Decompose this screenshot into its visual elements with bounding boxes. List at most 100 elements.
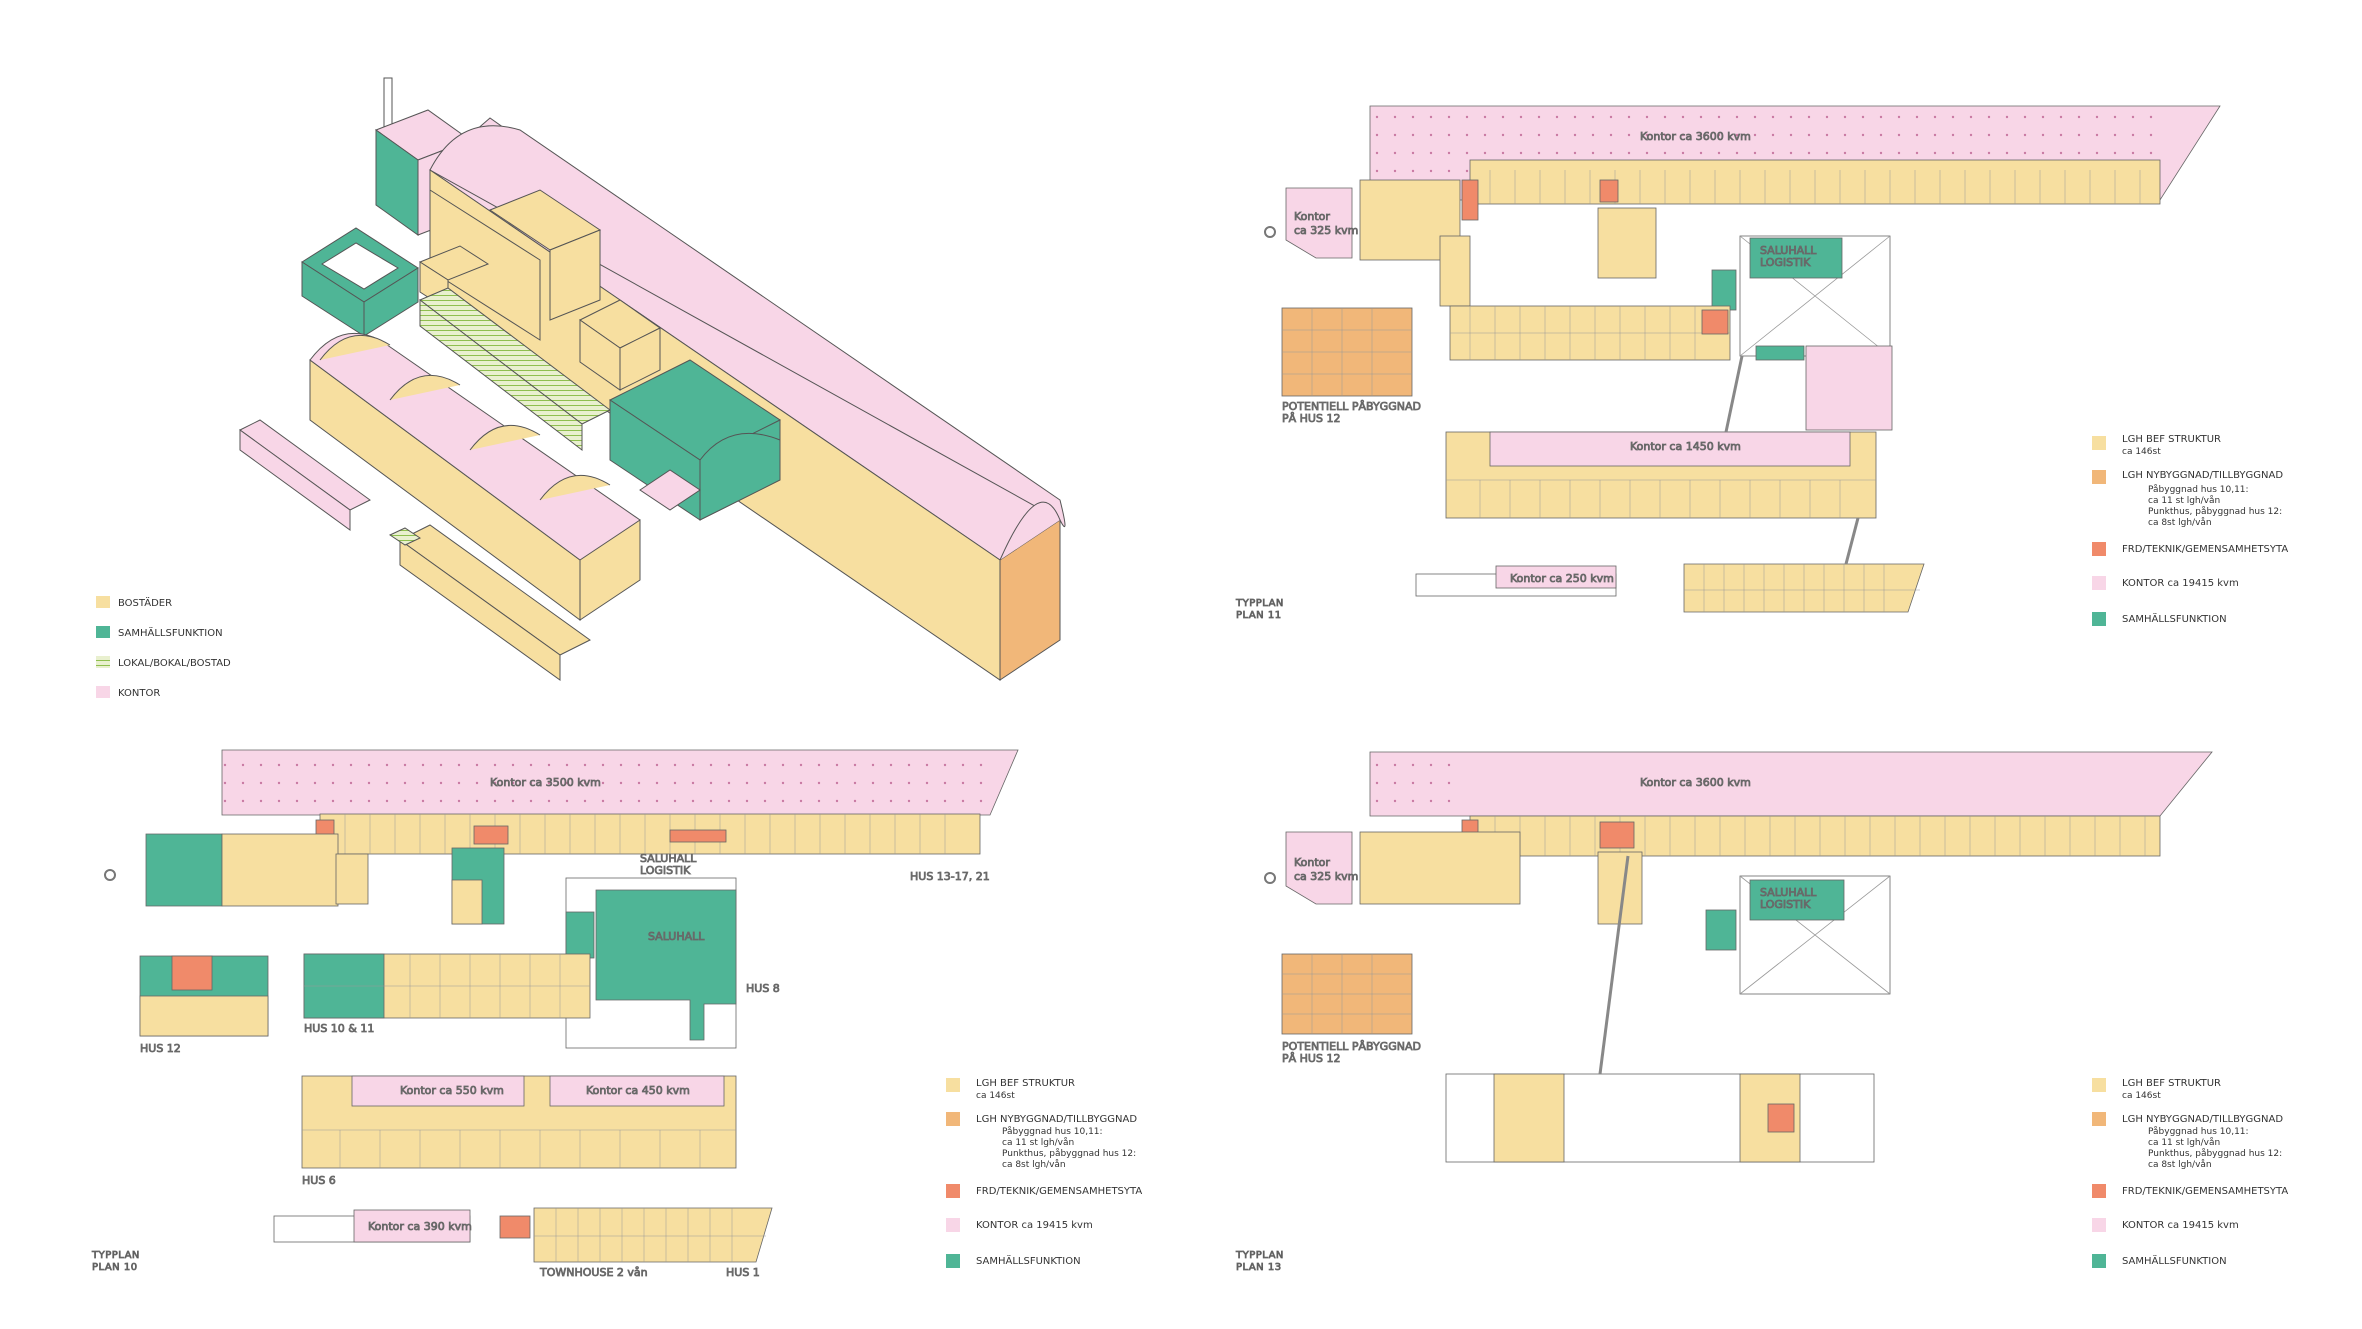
- p13-leg-samhall: SAMHÄLLSFUNKTION: [2122, 1254, 2227, 1267]
- vault-arch-1: [319, 334, 391, 361]
- p13-leg-ny-s1: Påbyggnad hus 10,11:: [2148, 1126, 2249, 1137]
- p10-hus1-label: HUS 1: [726, 1266, 760, 1279]
- p10-hus1011-label: HUS 10 & 11: [304, 1022, 374, 1035]
- p13-frd-punkt: [1767, 1103, 1795, 1133]
- p10-leg-ny-s1: Påbyggnad hus 10,11:: [1002, 1126, 1103, 1137]
- legend-label-samhall: SAMHÄLLSFUNKTION: [118, 626, 223, 639]
- p11-potential-l2: PÅ HUS 12: [1282, 412, 1340, 425]
- p11-leg-ny-s4: ca 8st lgh/vån: [2148, 517, 2212, 528]
- p13-lgh-stack: [1359, 831, 1521, 905]
- p11-lgh-small: [1597, 207, 1657, 279]
- legend-swatch-samhall: [96, 626, 110, 638]
- p11-leg-samhall: SAMHÄLLSFUNKTION: [2122, 612, 2227, 625]
- p13-kontor-side-l2: ca 325 kvm: [1294, 870, 1358, 883]
- p11-kontor-1450-label: Kontor ca 1450 kvm: [1630, 440, 1741, 453]
- p11-leg-ny-s2: ca 11 st lgh/vån: [2148, 495, 2220, 506]
- p11-saluhall-l2: LOGISTIK: [1760, 256, 1811, 269]
- p10-subtitle: PLAN 10: [92, 1262, 138, 1273]
- p10-leg-bef: LGH BEF STRUKTUR: [976, 1078, 1075, 1089]
- p10-hus13: HUS 13-17, 21: [910, 870, 990, 883]
- p11-title: TYPPLAN: [1235, 598, 1284, 609]
- p10-frd-1: [473, 825, 509, 845]
- p11-frd-2: [1461, 179, 1479, 221]
- p11-kontor-250: [1495, 565, 1617, 589]
- p11-potential-l1: POTENTIELL PÅBYGGNAD: [1282, 400, 1421, 413]
- p13-saluhall: [1749, 879, 1845, 921]
- yellow-box-side: [619, 327, 661, 391]
- p10-compass: [104, 869, 116, 881]
- p10-leg-frd: FRD/TEKNIK/GEMENSAMHETSYTA: [976, 1186, 1142, 1197]
- p11-lgh-cells: [1489, 170, 2141, 204]
- p10-hus6-label: HUS 6: [302, 1174, 336, 1187]
- p11-samhall-strip: [1755, 345, 1805, 361]
- p13-leg-ny-s3: Punkthus, påbyggnad hus 12:: [2148, 1148, 2282, 1159]
- p11-leg-frd: FRD/TEKNIK/GEMENSAMHETSYTA: [2122, 544, 2288, 555]
- green-box-inner: [321, 242, 399, 290]
- p13-subtitle: PLAN 13: [1236, 1262, 1282, 1273]
- p11-leg-bef2: ca 146st: [2122, 447, 2161, 457]
- plan-13: Kontor ca 3600 kvm Kontor ca 325 kvm SAL…: [1235, 751, 2213, 1273]
- p13-samhall-small: [1705, 909, 1737, 951]
- vault-arch-3: [469, 424, 541, 451]
- p13-potential-l1: POTENTIELL PÅBYGGNAD: [1282, 1040, 1421, 1053]
- p11-kontor-side-l2: ca 325 kvm: [1294, 224, 1358, 237]
- p10-kontor-550: [351, 1075, 525, 1107]
- p10-kontor-main-label: Kontor ca 3500 kvm: [490, 776, 601, 789]
- long-hall-end-arch: [999, 501, 1061, 561]
- vault-arch-2: [389, 374, 461, 401]
- p13-legend: LGH BEF STRUKTUR ca 146st LGH NYBYGGNAD/…: [2092, 1078, 2288, 1268]
- p11-compass: [1264, 226, 1276, 238]
- bottom-stripe: [388, 527, 422, 546]
- p13-leg-bef: LGH BEF STRUKTUR: [2122, 1078, 2221, 1089]
- p10-kontor-450: [549, 1075, 725, 1107]
- p11-saluhall: [1749, 237, 1843, 279]
- p13-leg-frd: FRD/TEKNIK/GEMENSAMHETSYTA: [2122, 1186, 2288, 1197]
- p10-hus8: HUS 8: [746, 982, 780, 995]
- p10-legend: LGH BEF STRUKTUR ca 146st LGH NYBYGGNAD/…: [946, 1078, 1142, 1268]
- vault-row-end: [579, 519, 641, 621]
- p11-leg-ny: LGH NYBYGGNAD/TILLBYGGNAD: [2122, 470, 2283, 481]
- p10-hus12-frd: [171, 955, 213, 991]
- p10-gemensam: [499, 1215, 531, 1239]
- p10-leg-bef2: ca 146st: [976, 1091, 1015, 1101]
- p11-subtitle: PLAN 11: [1236, 610, 1282, 621]
- vault-arch-4: [539, 474, 611, 501]
- legend-swatch-lokal: [96, 656, 110, 668]
- p13-leg-kontor: KONTOR ca 19415 kvm: [2122, 1220, 2239, 1231]
- p10-lgh-col: [335, 853, 369, 905]
- p13-leg-ny-s2: ca 11 st lgh/vån: [2148, 1137, 2220, 1148]
- p11-leg-ny-s1: Påbyggnad hus 10,11:: [2148, 484, 2249, 495]
- p13-saluhall-l2: LOGISTIK: [1760, 898, 1811, 911]
- p10-saluhall-l2: LOGISTIK: [640, 864, 691, 877]
- p10-leg-ny: LGH NYBYGGNAD/TILLBYGGNAD: [976, 1114, 1137, 1125]
- p13-saluhall-l1: SALUHALL: [1760, 886, 1817, 899]
- p11-samhall-small: [1711, 269, 1737, 311]
- legend-label-lokal: LOKAL/BOKAL/BOSTAD: [118, 658, 231, 669]
- p13-title: TYPPLAN: [1235, 1250, 1284, 1261]
- p11-leg-bef: LGH BEF STRUKTUR: [2122, 434, 2221, 445]
- p10-kontor-450-label: Kontor ca 450 kvm: [586, 1084, 690, 1097]
- p10-lgh-mid: [451, 879, 483, 925]
- mid-block-front: [549, 229, 601, 321]
- bottom-bar-side: [399, 539, 561, 681]
- p11-kontor-block: [1805, 345, 1893, 431]
- p10-samhall-side: [565, 911, 595, 959]
- p13-kontor-side-l1: Kontor: [1294, 856, 1330, 869]
- p11-lgh-block-mid: [1439, 235, 1471, 307]
- p10-samhall-corner: [145, 833, 223, 907]
- p10-title: TYPPLAN: [91, 1250, 140, 1261]
- p11-frd-mid: [1701, 309, 1729, 335]
- p10-kontor-390-label: Kontor ca 390 kvm: [368, 1220, 472, 1233]
- axonometric-view: [239, 77, 1066, 681]
- p10-kontor-390: [353, 1209, 471, 1243]
- p10-leg-ny-s3: Punkthus, påbyggnad hus 12:: [1002, 1148, 1136, 1159]
- p11-kontor-main-label: Kontor ca 3600 kvm: [1640, 130, 1751, 143]
- p10-saluhall-l1: SALUHALL: [640, 852, 697, 865]
- p10-leg-ny-s4: ca 8st lgh/vån: [1002, 1159, 1066, 1170]
- p11-kontor-250-label: Kontor ca 250 kvm: [1510, 572, 1614, 585]
- p10-lgh-row: [319, 813, 981, 855]
- samhall-inner-pink: [639, 469, 701, 511]
- p10-lgh-stack: [221, 833, 339, 907]
- p11-frd-1: [1599, 179, 1619, 203]
